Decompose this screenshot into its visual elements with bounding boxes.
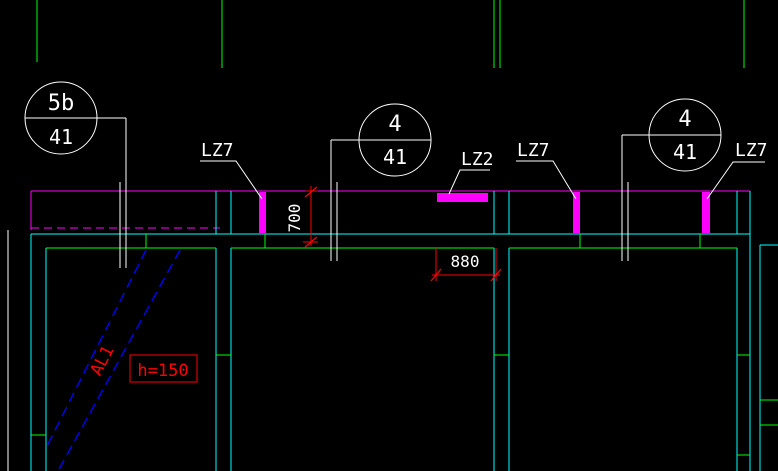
callout-4-41-a[interactable]: 4 41 bbox=[331, 103, 432, 177]
label-text: LZ7 bbox=[201, 140, 234, 161]
dimension-horizontal-text: 880 bbox=[451, 252, 480, 271]
green-walls bbox=[31, 234, 778, 456]
column-lz7-c[interactable] bbox=[702, 192, 710, 233]
dimension-horizontal[interactable]: 880 bbox=[430, 248, 502, 282]
label-lz7-c[interactable]: LZ7 bbox=[706, 140, 768, 200]
callout-top-text: 5b bbox=[48, 91, 75, 116]
label-leader bbox=[516, 160, 577, 200]
magenta-beam bbox=[30, 190, 750, 230]
label-lz7-a[interactable]: LZ7 bbox=[200, 140, 263, 200]
label-lz7-b[interactable]: LZ7 bbox=[516, 140, 577, 200]
height-tag[interactable]: h=150 bbox=[129, 354, 198, 383]
callout-top-text: 4 bbox=[678, 107, 691, 132]
label-text: LZ2 bbox=[461, 149, 494, 170]
label-al1[interactable]: AL1 bbox=[87, 343, 119, 379]
callout-bottom-text: 41 bbox=[383, 145, 407, 169]
ramp-outline bbox=[45, 249, 181, 471]
label-lz2[interactable]: LZ2 bbox=[448, 149, 494, 195]
column-lz7-b[interactable] bbox=[573, 192, 580, 233]
column-lz7-a[interactable] bbox=[259, 192, 266, 233]
column-lz2[interactable] bbox=[437, 193, 488, 202]
cyan-outline bbox=[30, 191, 778, 471]
dimension-vertical[interactable]: 700 bbox=[285, 186, 318, 248]
callout-bottom-text: 41 bbox=[49, 125, 73, 149]
height-tag-text: h=150 bbox=[137, 361, 188, 381]
label-text: LZ7 bbox=[517, 140, 550, 161]
height-tag-box bbox=[129, 354, 198, 383]
columns bbox=[259, 192, 710, 233]
callout-bottom-text: 41 bbox=[673, 140, 697, 164]
top-grid-lines bbox=[36, 0, 745, 68]
axis-lines bbox=[119, 118, 629, 268]
label-text: LZ7 bbox=[735, 140, 768, 161]
callout-top-text: 4 bbox=[388, 112, 401, 137]
callout-4-41-b[interactable]: 4 41 bbox=[622, 98, 722, 172]
callout-5b-41[interactable]: 5b 41 bbox=[24, 81, 126, 155]
label-leader bbox=[706, 161, 765, 200]
label-leader bbox=[200, 160, 263, 200]
label-leader bbox=[448, 169, 490, 195]
dimension-vertical-text: 700 bbox=[285, 204, 304, 233]
